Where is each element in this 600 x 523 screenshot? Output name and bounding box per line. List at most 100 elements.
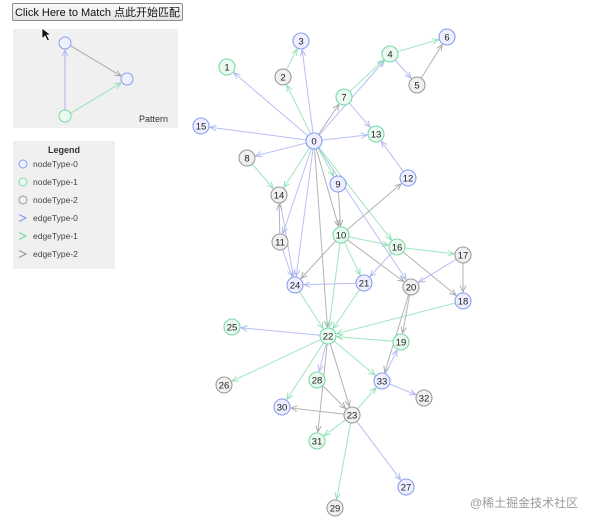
node-25[interactable]: 25 [223,318,241,336]
node-label: 3 [298,36,303,47]
edge-0-13 [321,135,367,141]
edge-10-21 [344,241,361,275]
edge-10-20 [347,239,403,282]
edge-10-22 [329,242,341,327]
node-1[interactable]: 1 [218,58,236,76]
node-label: 28 [312,375,323,386]
node-label: 14 [274,190,285,201]
node-21[interactable]: 21 [355,274,373,292]
node-3[interactable]: 3 [292,32,310,50]
edge-17-20 [419,258,457,282]
edge-8-14 [251,163,273,188]
node-6[interactable]: 6 [438,28,456,46]
node-31[interactable]: 31 [308,432,326,450]
node-29[interactable]: 29 [326,499,344,517]
pattern-node-bottom [58,109,72,123]
node-label: 12 [403,173,414,184]
node-26[interactable]: 26 [215,376,233,394]
node-label: 18 [458,296,469,307]
edge-23-30 [291,408,345,415]
edge-23-27 [356,421,401,479]
node-label: 5 [414,80,419,91]
node-32[interactable]: 32 [415,389,433,407]
edge-0-11 [283,148,312,234]
node-19[interactable]: 19 [392,333,410,351]
node-label: 9 [335,179,340,190]
edge-12-13 [381,141,404,172]
legend-label-nodetype-1: nodeType-1 [33,177,78,187]
node-16[interactable]: 16 [388,238,406,256]
node-7[interactable]: 7 [335,88,353,106]
edge-22-26 [232,338,322,381]
node-9[interactable]: 9 [329,175,347,193]
node-13[interactable]: 13 [367,125,385,143]
node-layer: 0123456789101112131415161718192021222324… [192,28,472,517]
legend-label-nodetype-2: nodeType-2 [33,195,78,205]
legend-edge-arrow-icon [18,249,28,259]
legend-label-nodetype-0: nodeType-0 [33,159,78,169]
edge-10-12 [346,184,401,231]
node-22[interactable]: 22 [319,327,337,345]
edge-22-33 [333,340,375,375]
legend-label-edgetype-1: edgeType-1 [33,231,78,241]
node-label: 25 [227,322,238,333]
edge-9-10 [339,191,341,226]
edge-0-10 [315,148,338,227]
node-33[interactable]: 33 [373,372,391,390]
edge-19-22 [337,337,394,342]
edge-0-9 [317,147,334,176]
node-5[interactable]: 5 [408,76,426,94]
node-8[interactable]: 8 [238,149,256,167]
legend-markers [18,159,28,259]
legend-label-edgetype-2: edgeType-2 [33,249,78,259]
legend-title: Legend [47,145,80,155]
edge-2-3 [286,49,297,71]
node-label: 19 [396,337,407,348]
node-2[interactable]: 2 [274,68,292,86]
edge-21-22 [333,289,360,329]
node-label: 1 [224,62,229,73]
node-17[interactable]: 17 [454,246,472,264]
edge-21-24 [304,283,357,285]
edge-5-6 [420,45,442,79]
edge-33-19 [385,350,398,375]
match-button[interactable]: Click Here to Match 点此开始匹配 [12,3,183,21]
node-label: 21 [359,278,370,289]
node-label: 24 [290,280,301,291]
node-28[interactable]: 28 [308,371,326,389]
node-label: 32 [419,393,430,404]
node-label: 11 [275,237,285,248]
edge-0-3 [302,50,314,134]
node-24[interactable]: 24 [286,276,304,294]
node-23[interactable]: 23 [343,406,361,424]
edge-33-32 [389,383,415,395]
edge-0-16 [318,146,392,240]
node-label: 26 [219,380,230,391]
node-4[interactable]: 4 [381,45,399,63]
node-0[interactable]: 0 [305,132,323,150]
legend-edge-arrow-icon [18,213,28,223]
node-label: 33 [377,376,388,387]
edge-23-31 [324,419,346,436]
node-11[interactable]: 11 [271,233,289,251]
edge-11-14 [279,204,280,235]
edge-7-4 [349,60,384,92]
edge-4-5 [394,59,411,78]
node-10[interactable]: 10 [332,226,350,244]
edge-0-15 [210,127,307,141]
node-15[interactable]: 15 [192,117,210,135]
node-label: 8 [244,153,249,164]
edge-0-2 [287,85,311,135]
edge-0-1 [234,73,309,137]
node-14[interactable]: 14 [270,186,288,204]
node-18[interactable]: 18 [454,292,472,310]
pattern-edge [70,45,121,76]
legend-node-marker [18,177,28,187]
node-20[interactable]: 20 [402,278,420,296]
node-label: 7 [341,92,346,103]
edge-24-22 [298,291,323,329]
node-12[interactable]: 12 [399,169,417,187]
node-27[interactable]: 27 [397,478,415,496]
node-30[interactable]: 30 [273,398,291,416]
